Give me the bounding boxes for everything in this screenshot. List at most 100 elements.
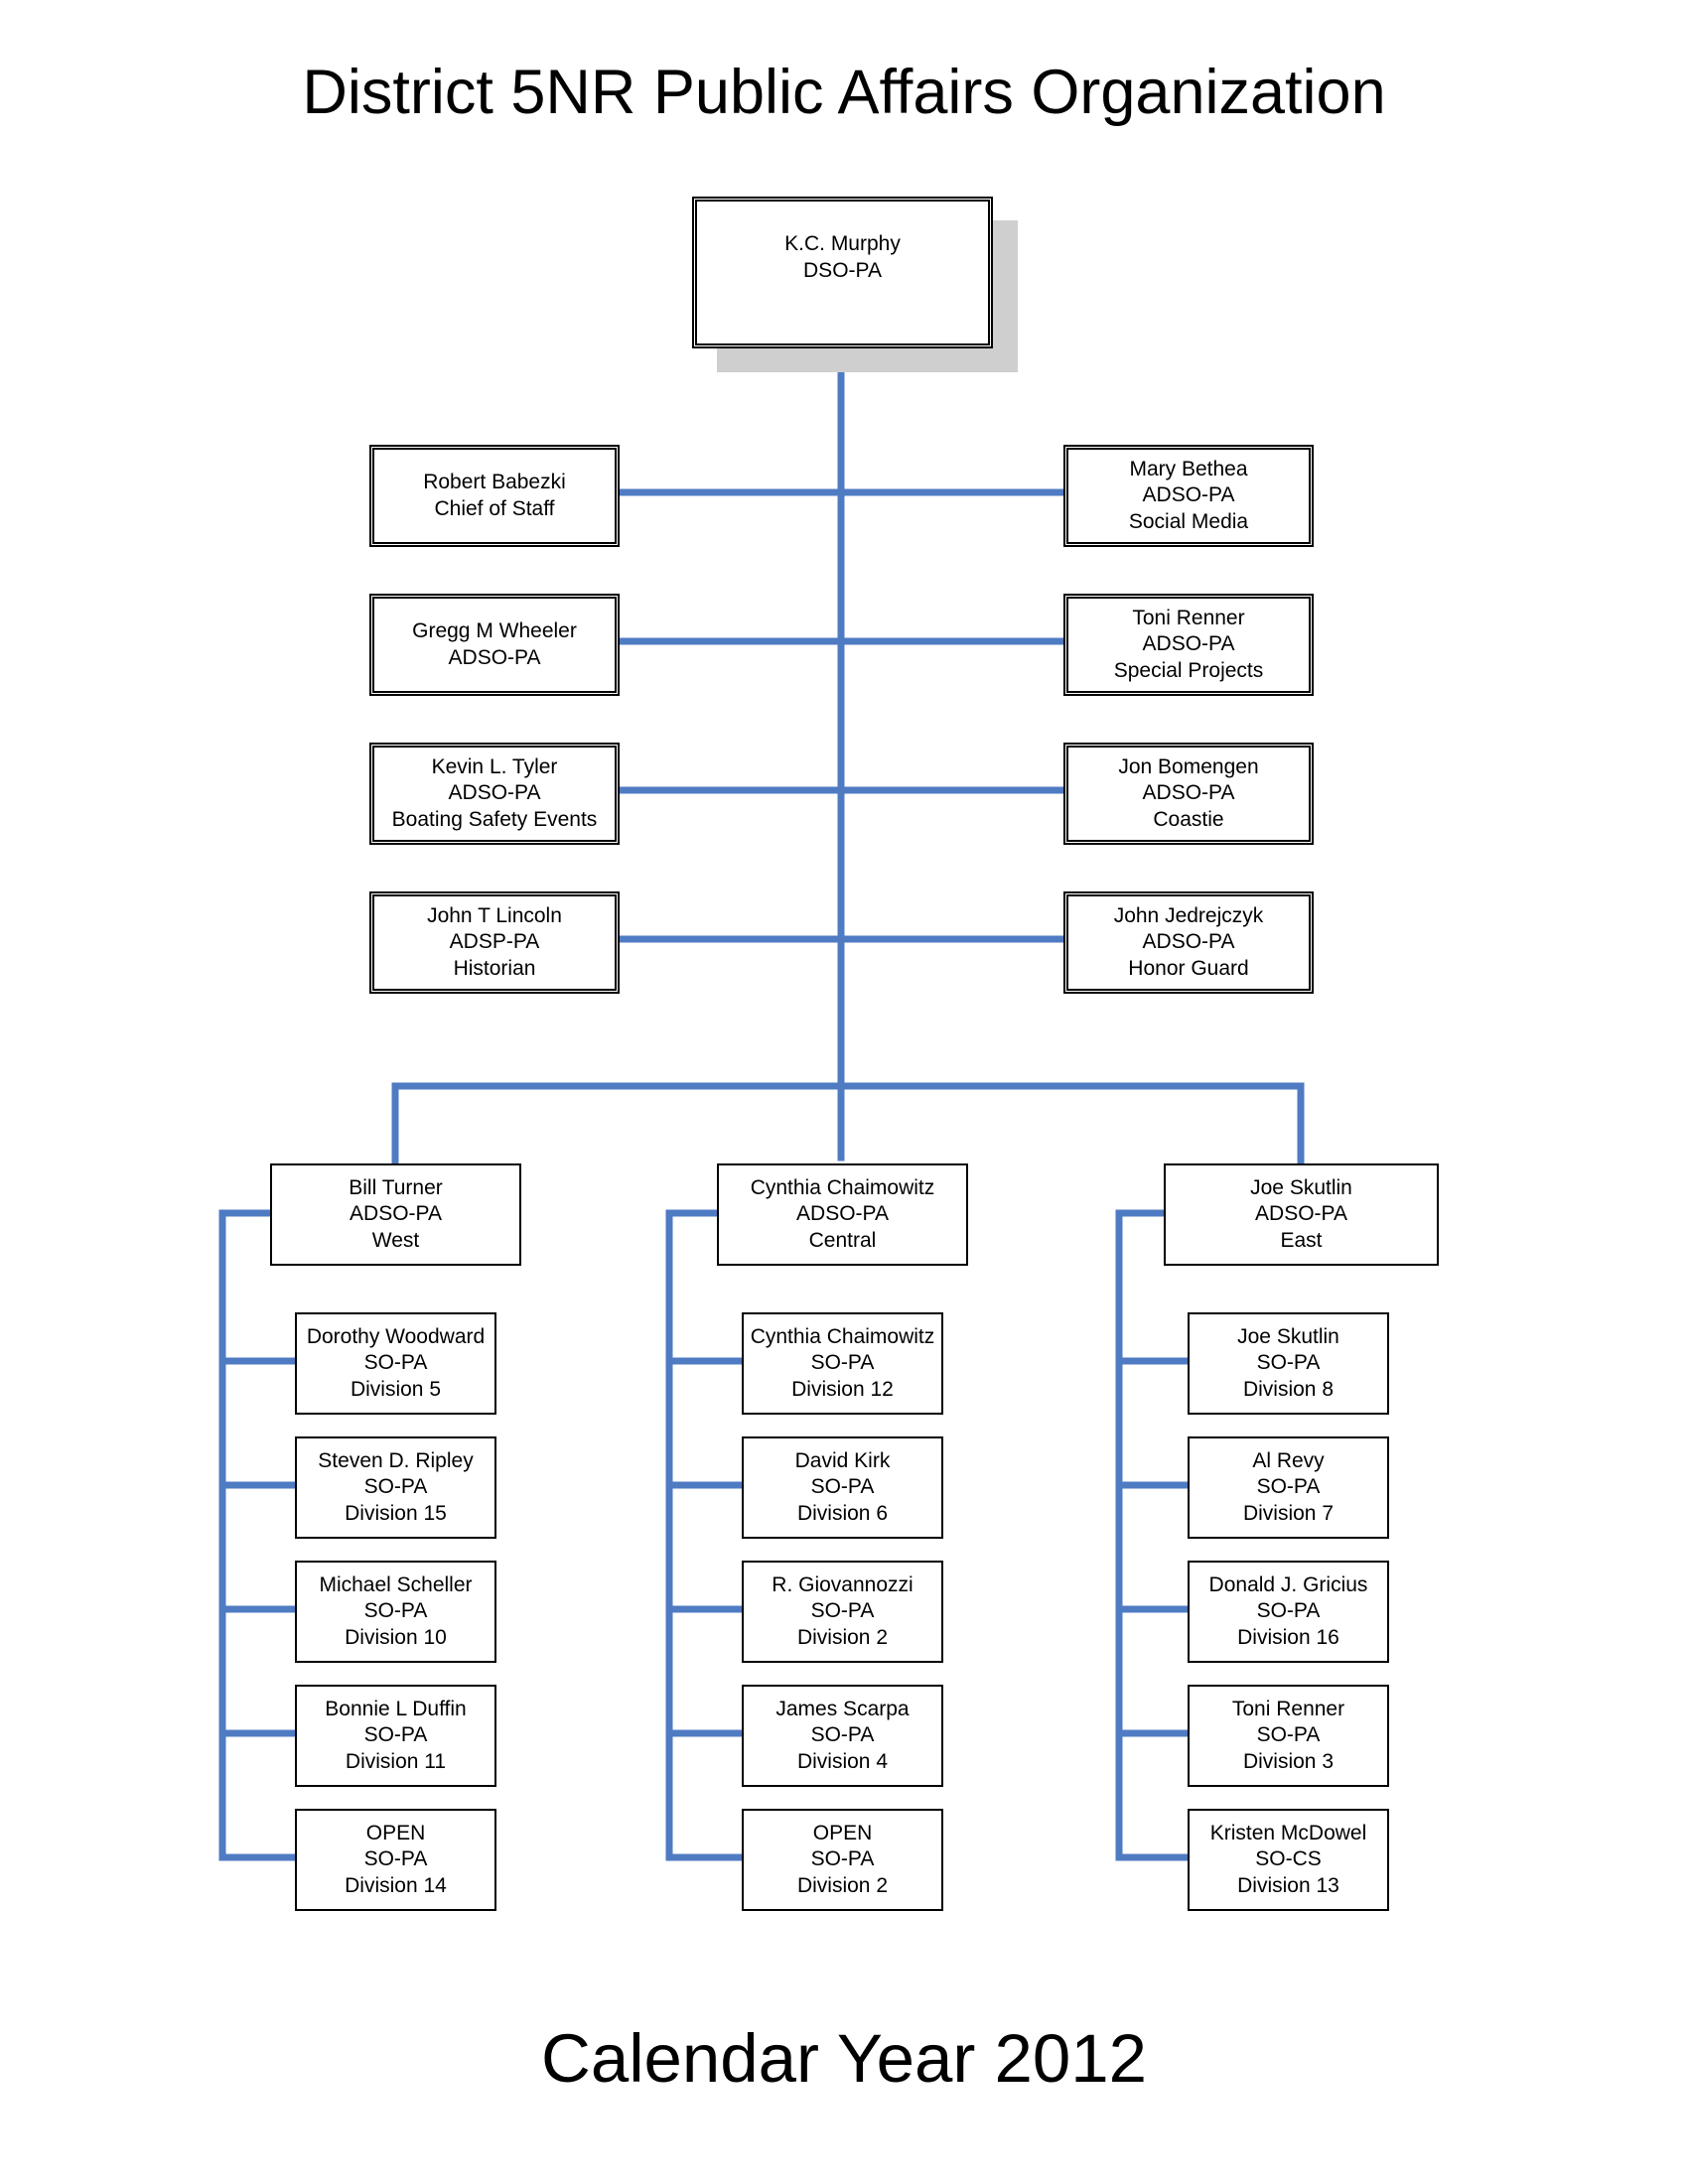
member-role: SO-PA bbox=[810, 1847, 875, 1871]
member-division: Division 6 bbox=[796, 1501, 889, 1525]
east-member-3: Donald J. Gricius SO-PA Division 16 bbox=[1188, 1561, 1389, 1663]
staff-box-left-2: Gregg M Wheeler ADSO-PA bbox=[369, 594, 620, 696]
member-name: OPEN bbox=[365, 1821, 426, 1844]
member-division: Division 11 bbox=[345, 1749, 447, 1773]
central-member-3: R. Giovannozzi SO-PA Division 2 bbox=[742, 1561, 943, 1663]
member-name: James Scarpa bbox=[775, 1697, 910, 1720]
west-member-1: Dorothy Woodward SO-PA Division 5 bbox=[295, 1312, 496, 1415]
west-member-2: Steven D. Ripley SO-PA Division 15 bbox=[295, 1436, 496, 1539]
staff-role: ADSO-PA bbox=[1142, 632, 1235, 656]
central-bracket bbox=[665, 1209, 747, 1861]
member-role: SO-PA bbox=[363, 1475, 428, 1499]
member-name: Joe Skutlin bbox=[1237, 1324, 1339, 1348]
member-division: Division 13 bbox=[1237, 1873, 1339, 1897]
central-member-4: James Scarpa SO-PA Division 4 bbox=[742, 1685, 943, 1787]
lead-role: ADSO-PA bbox=[350, 1202, 442, 1226]
member-role: SO-PA bbox=[810, 1723, 875, 1747]
central-member-1: Cynthia Chaimowitz SO-PA Division 12 bbox=[742, 1312, 943, 1415]
member-division: Division 7 bbox=[1242, 1501, 1335, 1525]
member-role: SO-PA bbox=[810, 1599, 875, 1623]
member-name: David Kirk bbox=[794, 1448, 891, 1472]
member-division: Division 12 bbox=[791, 1377, 894, 1401]
east-member-5: Kristen McDowel SO-CS Division 13 bbox=[1188, 1809, 1389, 1911]
staff-box-right-1: Mary Bethea ADSO-PA Social Media bbox=[1063, 445, 1314, 547]
staff-detail: Honor Guard bbox=[1128, 956, 1249, 980]
member-name: Michael Scheller bbox=[319, 1572, 473, 1596]
lead-role: ADSO-PA bbox=[796, 1202, 889, 1226]
member-name: Dorothy Woodward bbox=[306, 1324, 486, 1348]
central-member-5: OPEN SO-PA Division 2 bbox=[742, 1809, 943, 1911]
member-role: SO-PA bbox=[1256, 1599, 1321, 1623]
lead-name: Joe Skutlin bbox=[1250, 1175, 1352, 1199]
staff-role: Chief of Staff bbox=[434, 496, 555, 520]
east-bracket bbox=[1115, 1209, 1193, 1861]
member-role: SO-PA bbox=[363, 1847, 428, 1871]
member-role: SO-PA bbox=[810, 1351, 875, 1375]
member-name: Kristen McDowel bbox=[1209, 1821, 1367, 1844]
member-role: SO-PA bbox=[1256, 1723, 1321, 1747]
staff-name: John Jedrejczyk bbox=[1113, 903, 1264, 927]
staff-role: ADSO-PA bbox=[448, 781, 541, 805]
member-division: Division 3 bbox=[1242, 1749, 1335, 1773]
east-member-1: Joe Skutlin SO-PA Division 8 bbox=[1188, 1312, 1389, 1415]
staff-box-right-3: Jon Bomengen ADSO-PA Coastie bbox=[1063, 743, 1314, 845]
lead-region: West bbox=[371, 1228, 420, 1252]
staff-box-left-1: Robert Babezki Chief of Staff bbox=[369, 445, 620, 547]
east-member-4: Toni Renner SO-PA Division 3 bbox=[1188, 1685, 1389, 1787]
staff-detail: Coastie bbox=[1153, 807, 1224, 831]
member-name: Cynthia Chaimowitz bbox=[750, 1324, 935, 1348]
west-bracket bbox=[218, 1209, 300, 1861]
member-role: SO-PA bbox=[363, 1351, 428, 1375]
region-lead-east: Joe Skutlin ADSO-PA East bbox=[1164, 1163, 1439, 1266]
head-role: DSO-PA bbox=[803, 258, 882, 282]
staff-role: ADSO-PA bbox=[1142, 930, 1235, 954]
member-name: Steven D. Ripley bbox=[318, 1448, 474, 1472]
member-division: Division 2 bbox=[796, 1873, 889, 1897]
member-division: Division 5 bbox=[350, 1377, 442, 1401]
region-lead-central: Cynthia Chaimowitz ADSO-PA Central bbox=[717, 1163, 968, 1266]
staff-name: Jon Bomengen bbox=[1118, 754, 1259, 778]
member-division: Division 2 bbox=[796, 1625, 889, 1649]
staff-name: Kevin L. Tyler bbox=[431, 754, 558, 778]
head-box: K.C. Murphy DSO-PA bbox=[692, 197, 993, 348]
member-division: Division 15 bbox=[345, 1501, 447, 1525]
member-name: Toni Renner bbox=[1231, 1697, 1345, 1720]
member-name: Donald J. Gricius bbox=[1208, 1572, 1368, 1596]
staff-box-right-4: John Jedrejczyk ADSO-PA Honor Guard bbox=[1063, 891, 1314, 994]
member-division: Division 4 bbox=[796, 1749, 889, 1773]
staff-role: ADSO-PA bbox=[1142, 781, 1235, 805]
lead-name: Bill Turner bbox=[349, 1175, 443, 1199]
staff-box-left-4: John T Lincoln ADSP-PA Historian bbox=[369, 891, 620, 994]
west-member-4: Bonnie L Duffin SO-PA Division 11 bbox=[295, 1685, 496, 1787]
head-name: K.C. Murphy bbox=[784, 232, 901, 255]
east-member-2: Al Revy SO-PA Division 7 bbox=[1188, 1436, 1389, 1539]
west-member-5: OPEN SO-PA Division 14 bbox=[295, 1809, 496, 1911]
member-division: Division 8 bbox=[1242, 1377, 1335, 1401]
member-name: Bonnie L Duffin bbox=[325, 1697, 467, 1720]
west-member-3: Michael Scheller SO-PA Division 10 bbox=[295, 1561, 496, 1663]
member-division: Division 14 bbox=[345, 1873, 447, 1897]
member-name: OPEN bbox=[812, 1821, 873, 1844]
lead-name: Cynthia Chaimowitz bbox=[750, 1175, 935, 1199]
staff-detail: Special Projects bbox=[1113, 658, 1264, 682]
member-division: Division 10 bbox=[345, 1625, 447, 1649]
lead-region: East bbox=[1280, 1228, 1323, 1252]
staff-name: Toni Renner bbox=[1132, 606, 1245, 629]
member-role: SO-PA bbox=[810, 1475, 875, 1499]
lead-region: Central bbox=[808, 1228, 877, 1252]
staff-detail: Social Media bbox=[1128, 509, 1249, 533]
staff-role: ADSO-PA bbox=[448, 645, 541, 669]
member-role: SO-CS bbox=[1255, 1847, 1322, 1871]
member-division: Division 16 bbox=[1237, 1625, 1339, 1649]
member-role: SO-PA bbox=[1256, 1475, 1321, 1499]
footer-year: Calendar Year 2012 bbox=[540, 2020, 1148, 2097]
member-name: Al Revy bbox=[1252, 1448, 1325, 1472]
member-name: R. Giovannozzi bbox=[772, 1572, 914, 1596]
lead-role: ADSO-PA bbox=[1255, 1202, 1347, 1226]
staff-name: Gregg M Wheeler bbox=[412, 619, 577, 642]
staff-name: John T Lincoln bbox=[427, 903, 562, 927]
member-role: SO-PA bbox=[1256, 1351, 1321, 1375]
staff-box-right-2: Toni Renner ADSO-PA Special Projects bbox=[1063, 594, 1314, 696]
staff-detail: Historian bbox=[453, 956, 536, 980]
